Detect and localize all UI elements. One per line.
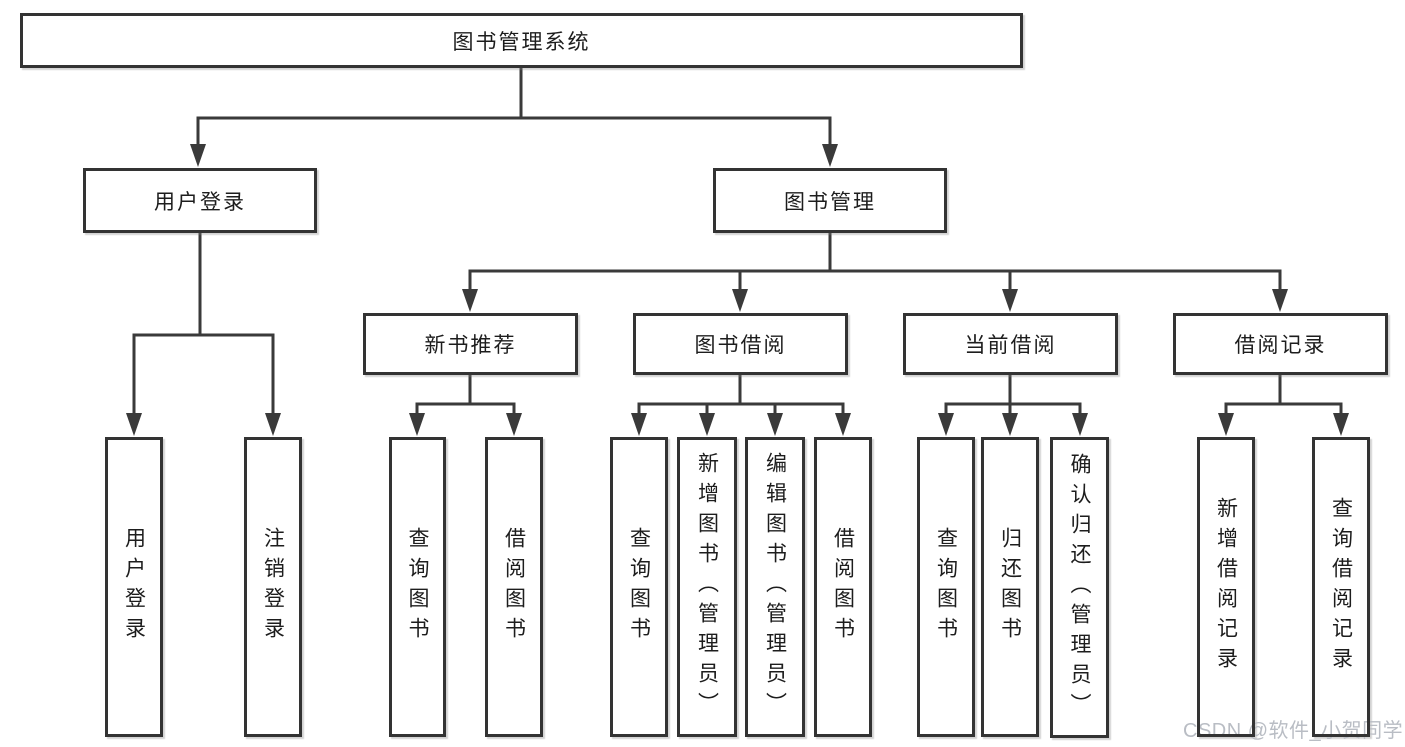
node-user-login-label: 用户登录 xyxy=(154,190,246,214)
node-root: 图书管理系统 xyxy=(20,13,1023,68)
leaf-add-books-admin: 新增图书（管理员） xyxy=(677,437,737,737)
connector-group-book-management xyxy=(462,231,1288,312)
leaf-label: 查询图书 xyxy=(406,527,429,647)
leaf-add-borrow-record: 新增借阅记录 xyxy=(1197,437,1255,737)
leaf-label: 用户登录 xyxy=(122,527,146,647)
node-borrowing-records-label: 借阅记录 xyxy=(1234,334,1327,357)
connector-group-new-books xyxy=(409,373,522,436)
node-current-borrowing-label: 当前借阅 xyxy=(964,334,1057,357)
leaf-label: 借阅图书 xyxy=(502,527,526,647)
node-new-book-recommend: 新书推荐 xyxy=(363,313,578,375)
node-borrowing-records: 借阅记录 xyxy=(1173,313,1388,375)
node-book-management: 图书管理 xyxy=(713,168,947,233)
leaf-borrow-books-2: 借阅图书 xyxy=(814,437,872,737)
node-current-borrowing: 当前借阅 xyxy=(903,313,1118,375)
leaf-label: 借阅图书 xyxy=(831,527,855,647)
connector-group-borrowing xyxy=(631,373,851,436)
connector-group-records xyxy=(1218,373,1349,436)
node-book-borrowing-label: 图书借阅 xyxy=(694,334,787,357)
leaf-label: 查询借阅记录 xyxy=(1329,497,1353,677)
leaf-query-books-1: 查询图书 xyxy=(389,437,446,737)
connector-group-current xyxy=(938,373,1088,436)
leaf-return-books: 归还图书 xyxy=(981,437,1039,737)
leaf-user-login: 用户登录 xyxy=(105,437,163,737)
connector-group-root xyxy=(190,66,838,167)
leaf-label: 确认归还（管理员） xyxy=(1068,452,1091,723)
leaf-label: 新增借阅记录 xyxy=(1214,497,1238,677)
node-new-book-recommend-label: 新书推荐 xyxy=(424,334,517,357)
leaf-borrow-books-1: 借阅图书 xyxy=(485,437,543,737)
leaf-label: 注销登录 xyxy=(261,527,285,647)
node-user-login: 用户登录 xyxy=(83,168,317,233)
leaf-label: 编辑图书（管理员） xyxy=(763,452,787,722)
leaf-label: 查询图书 xyxy=(934,527,958,647)
node-book-borrowing: 图书借阅 xyxy=(633,313,848,375)
leaf-confirm-return-admin: 确认归还（管理员） xyxy=(1050,437,1109,738)
leaf-label: 查询图书 xyxy=(627,527,651,647)
node-root-label: 图书管理系统 xyxy=(452,30,591,54)
leaf-edit-books-admin: 编辑图书（管理员） xyxy=(745,437,805,737)
leaf-label: 归还图书 xyxy=(998,527,1022,647)
leaf-logout: 注销登录 xyxy=(244,437,302,737)
node-book-management-label: 图书管理 xyxy=(784,190,876,214)
leaf-query-borrow-record: 查询借阅记录 xyxy=(1312,437,1370,737)
leaf-query-books-3: 查询图书 xyxy=(917,437,975,737)
leaf-label: 新增图书（管理员） xyxy=(695,452,719,722)
connector-group-user-login xyxy=(126,231,281,436)
leaf-query-books-2: 查询图书 xyxy=(610,437,668,737)
watermark: CSDN @软件_小贺同学 xyxy=(1183,720,1404,742)
